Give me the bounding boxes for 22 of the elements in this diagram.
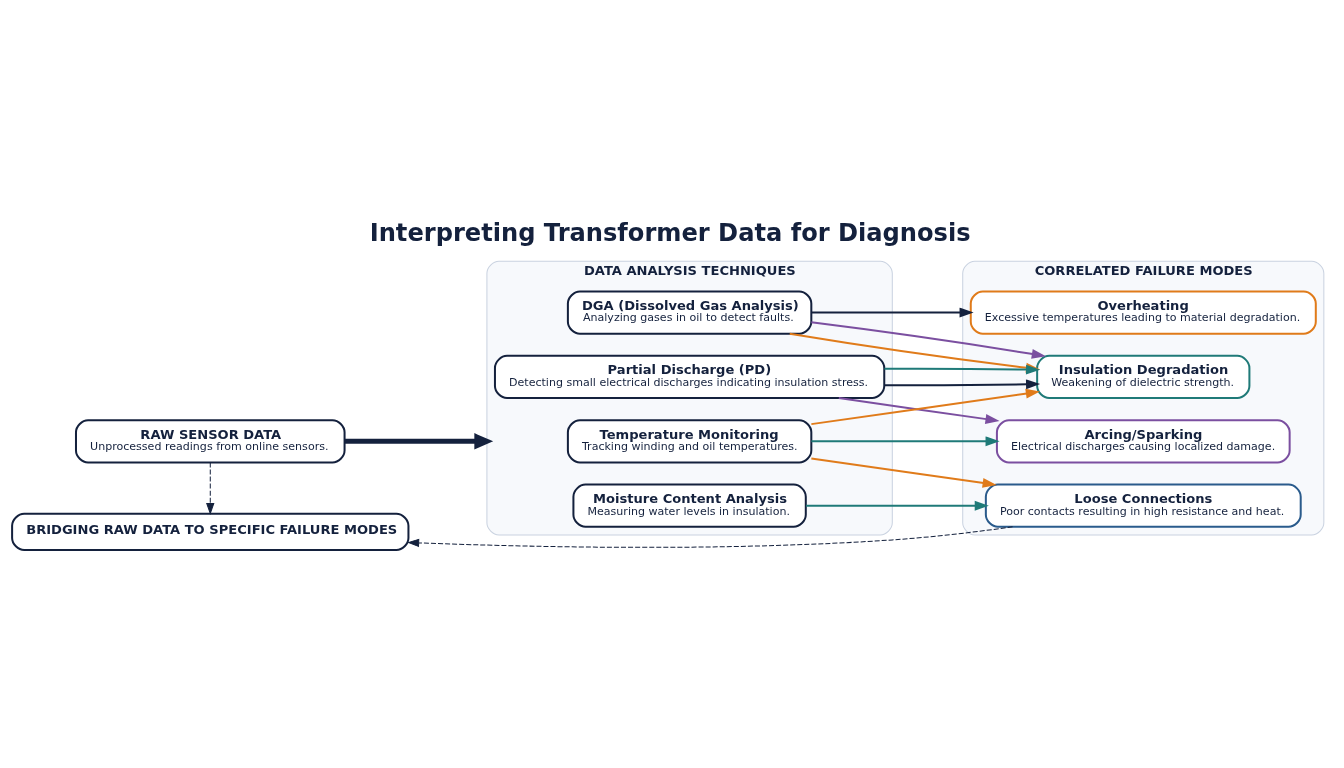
node-box: DGA (Dissolved Gas Analysis) Analyzing gases in oil to detect faults. bbox=[566, 289, 813, 335]
node-box: RAW SENSOR DATA Unprocessed readings from online sensors. bbox=[74, 418, 346, 463]
node-box: BRIDGING RAW DATA TO SPECIFIC FAILURE MODES bbox=[11, 512, 410, 551]
arrow bbox=[407, 525, 1014, 548]
node-box: Overheating Excessive temperatures leading to material degradation. bbox=[969, 289, 1317, 335]
diagram-title: Interpreting Transformer Data for Diagnosis bbox=[369, 218, 971, 247]
arrow bbox=[811, 388, 1040, 425]
arrow bbox=[838, 396, 1000, 424]
node-box: Moisture Content Analysis Measuring water levels in insulation. bbox=[572, 483, 807, 528]
node-box: Arcing/Sparking Electrical discharges causing localized damage. bbox=[995, 418, 1291, 463]
arrow bbox=[811, 457, 997, 488]
arrow bbox=[884, 378, 1041, 389]
node-box: Insulation Degradation Weakening of dielectric strength. bbox=[1036, 354, 1251, 399]
arrow bbox=[806, 500, 989, 511]
arrow bbox=[811, 320, 1046, 359]
node-box: Partial Discharge (PD) Detecting small electrical discharges indicating insulation stress. bbox=[493, 354, 886, 399]
arrow bbox=[206, 461, 215, 515]
node-box: Temperature Monitoring Tracking winding and oil temperatures. bbox=[566, 418, 813, 463]
arrow bbox=[344, 432, 494, 450]
arrow bbox=[811, 435, 1000, 446]
arrow bbox=[811, 307, 974, 317]
node-box: Loose Connections Poor contacts resulting in high resistance and heat. bbox=[984, 483, 1302, 528]
